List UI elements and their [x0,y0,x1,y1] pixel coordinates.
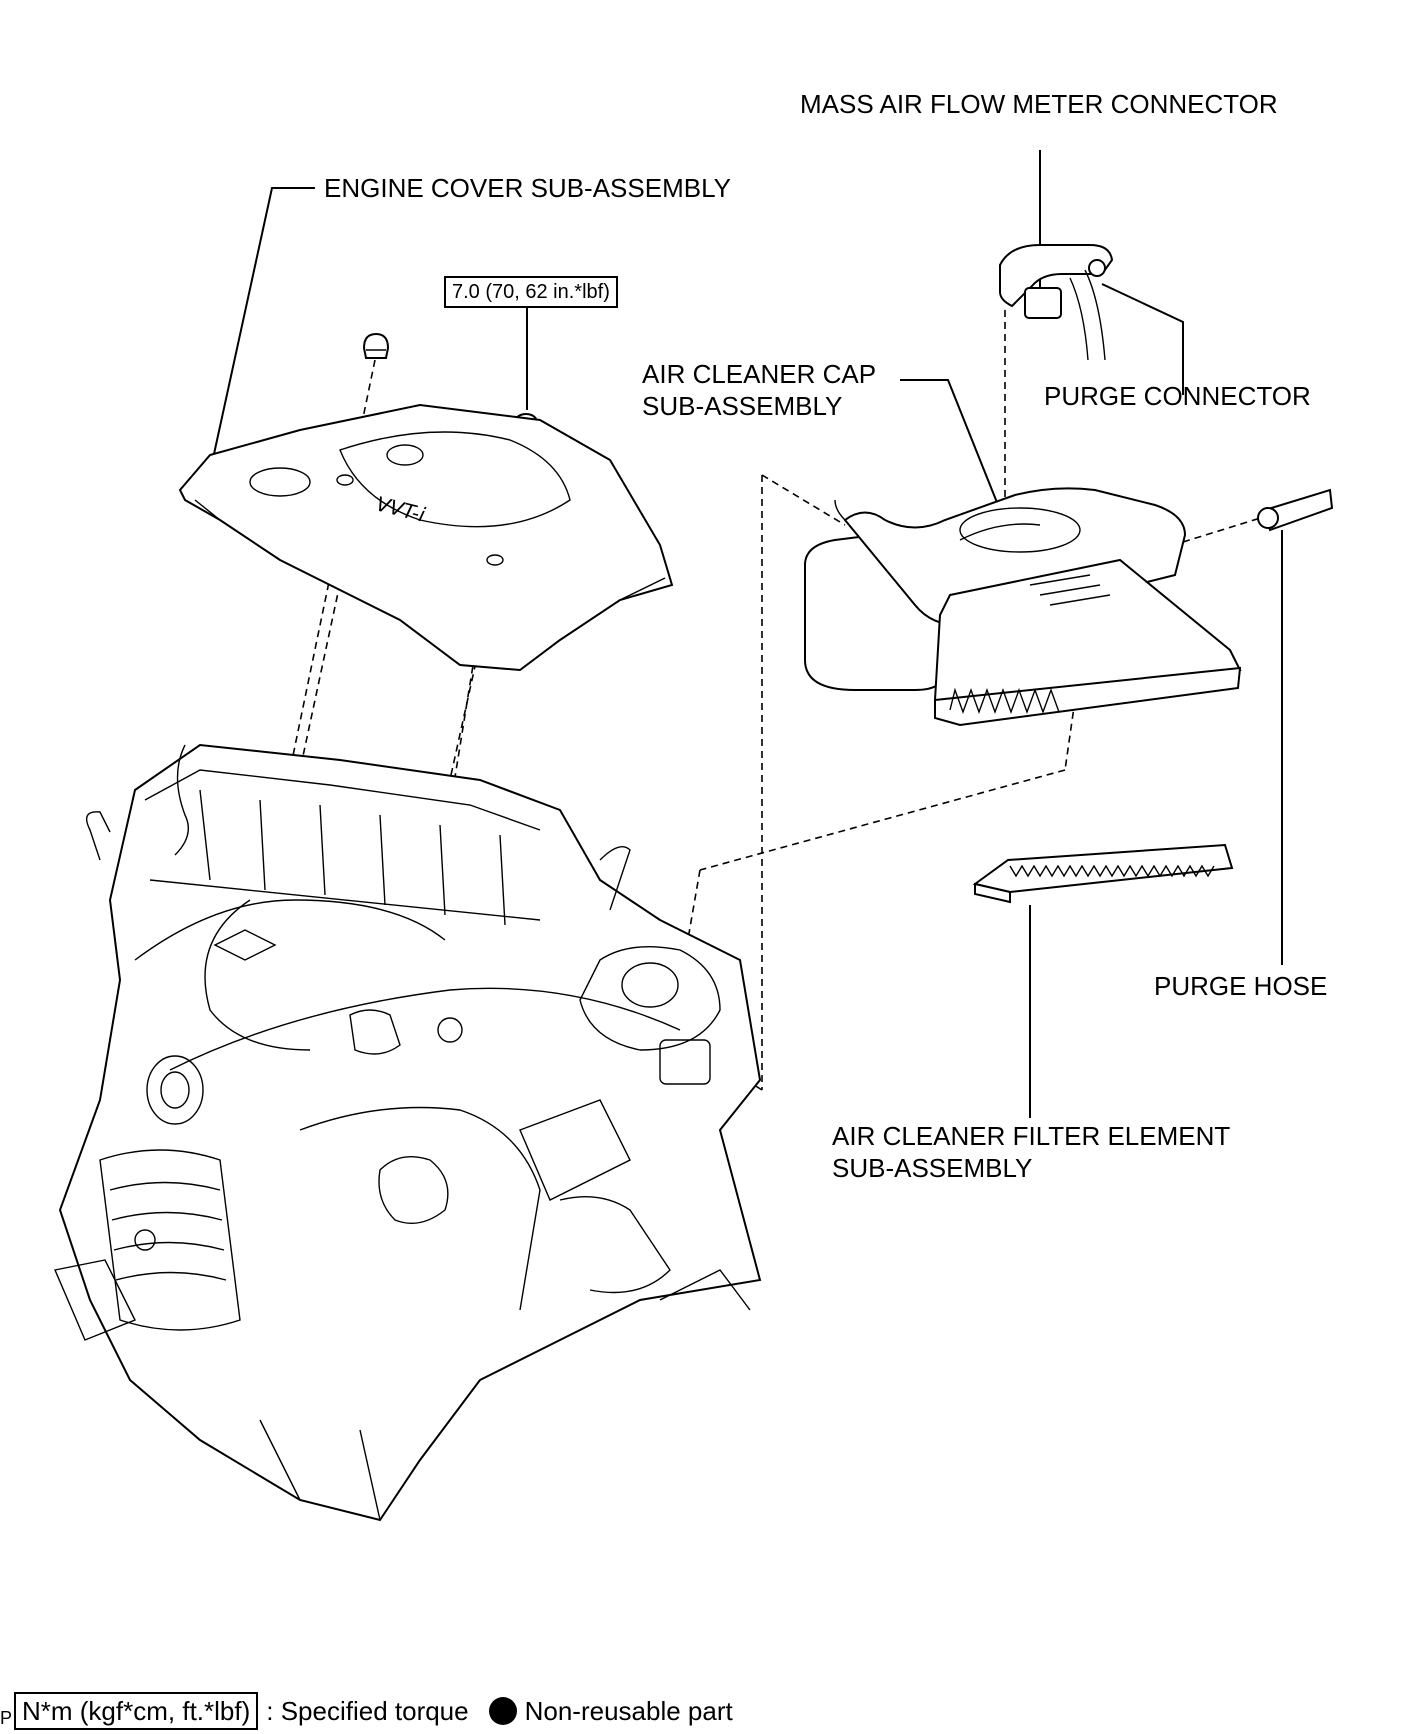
engine-cover-label: ENGINE COVER SUB-ASSEMBLY [324,173,731,203]
engine-cover: VVT-i [178,403,674,672]
torque-spec-box: 7.0 (70, 62 in.*lbf) [444,276,618,308]
engine-block [54,743,762,1522]
filter-element-label-line1: AIR CLEANER FILTER ELEMENT [832,1121,1231,1151]
maf-connector-part [999,244,1114,361]
purge-connector-leader [1101,283,1184,395]
non-reusable-dot-icon [488,1697,517,1725]
purge-hose-label: PURGE HOSE [1154,971,1328,1001]
filter-element-label-line2: SUB-ASSEMBLY [832,1153,1033,1183]
legend: N*m (kgf*cm, ft.*lbf) : Specified torque… [14,1692,733,1730]
purge-connector-label: PURGE CONNECTOR [1044,381,1311,411]
air-cleaner-cap-label-line2: SUB-ASSEMBLY [642,391,843,421]
cover-nut-left [362,332,390,359]
air-cleaner-cap [804,487,1242,727]
engine-cover-leader [213,187,315,455]
leader-lines [213,150,1283,1118]
legend-non-reusable: Non-reusable part [524,1696,733,1726]
maf-connector-label: MASS AIR FLOW METER CONNECTOR [800,89,1278,119]
legend-torque-unit: N*m (kgf*cm, ft.*lbf) [14,1692,259,1730]
purge-hose-part [1257,488,1334,532]
air-cleaner-cap-leader [900,379,1001,511]
legend-torque-desc: : Specified torque [266,1696,469,1726]
air-cleaner-cap-label-line1: AIR CLEANER CAP [642,359,877,389]
air-cleaner-filter-element [972,843,1234,904]
page-mark: P [0,1708,13,1728]
